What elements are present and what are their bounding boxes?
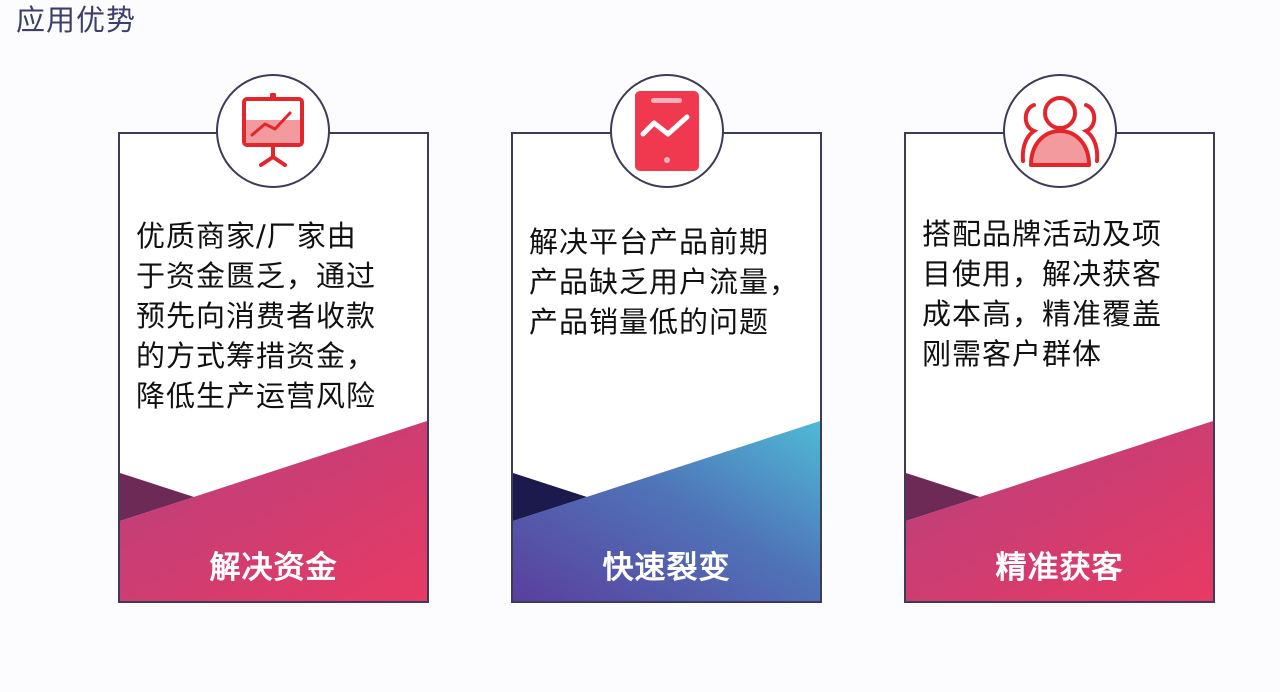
card-description: 优质商家/厂家由 于资金匮乏，通过 预先向消费者收款 的方式筹措资金， 降低生产… (136, 219, 377, 413)
card-footer-decoration (906, 421, 1213, 601)
card-label: 精准获客 (995, 550, 1124, 586)
page-title: 应用优势 (16, 3, 137, 37)
card-label: 快速裂变 (602, 550, 731, 586)
user-group-icon (1020, 96, 1100, 167)
card-description: 搭配品牌活动及项 目使用，解决获客 成本高，精准覆盖 刚需客户群体 (922, 217, 1163, 371)
advantage-card-acquisition: 搭配品牌活动及项 目使用，解决获客 成本高，精准覆盖 刚需客户群体 精准获客 (904, 132, 1215, 603)
presentation-chart-icon (242, 93, 304, 167)
card-label: 解决资金 (209, 550, 338, 586)
advantage-card-growth: 解决平台产品前期 产品缺乏用户流量， 产品销量低的问题 快速裂变 (511, 132, 822, 603)
advantage-card-funding: 优质商家/厂家由 于资金匮乏，通过 预先向消费者收款 的方式筹措资金， 降低生产… (118, 132, 429, 603)
icon-circle (610, 74, 724, 188)
icon-circle (216, 74, 330, 188)
card-footer-decoration (513, 421, 820, 601)
icon-circle (1003, 74, 1117, 188)
card-description: 解决平台产品前期 产品缺乏用户流量， 产品销量低的问题 (529, 225, 800, 339)
tablet-trend-icon (635, 91, 699, 171)
card-footer-decoration (120, 421, 427, 601)
